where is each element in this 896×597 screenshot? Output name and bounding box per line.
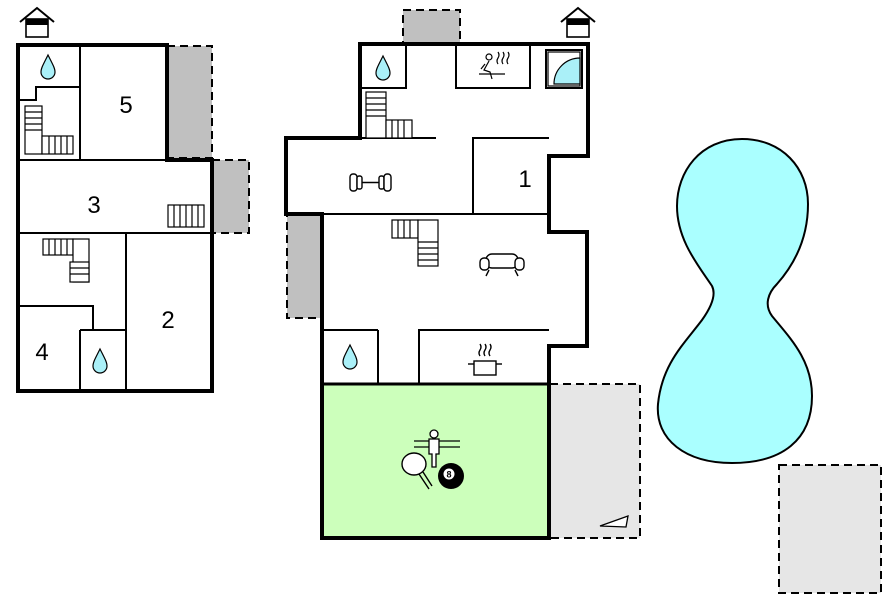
annex-left xyxy=(286,213,322,319)
room-2-label: 2 xyxy=(161,307,174,334)
sun-lounger-icon xyxy=(599,515,629,528)
water-drop-icon xyxy=(342,344,358,370)
cooking-pot-icon xyxy=(468,343,502,376)
table-tennis-icon xyxy=(401,452,433,490)
billiard-ball-icon: 8 xyxy=(438,463,464,489)
left-building: 5 3 2 4 xyxy=(16,7,250,393)
shower-icon xyxy=(547,51,581,87)
dumbbell-icon xyxy=(349,173,392,192)
right-outer-wall xyxy=(284,42,590,540)
sauna-icon xyxy=(479,51,510,80)
staircase-icon xyxy=(167,204,205,228)
left-outer-wall xyxy=(16,43,214,393)
terrace xyxy=(549,383,641,539)
room-4-label: 4 xyxy=(35,339,48,366)
staircase-icon xyxy=(42,238,90,283)
staircase-icon xyxy=(391,219,439,267)
staircase-icon xyxy=(24,105,74,155)
staircase-icon xyxy=(365,91,413,139)
water-drop-icon xyxy=(375,55,391,81)
house-icon xyxy=(560,7,596,38)
room-3-label: 3 xyxy=(87,192,100,219)
annex-mid-left xyxy=(211,159,250,234)
svg-text:8: 8 xyxy=(446,470,451,480)
annex-top-left xyxy=(166,45,213,159)
table-football-icon xyxy=(414,429,460,468)
swimming-pool xyxy=(656,137,814,465)
house-icon xyxy=(19,7,55,38)
room-5-label: 5 xyxy=(119,92,132,119)
outdoor-area xyxy=(778,464,882,594)
room-1-label: 1 xyxy=(518,166,531,193)
right-building: 8 1 xyxy=(284,7,641,540)
sofa-icon xyxy=(479,253,525,277)
annex-top xyxy=(402,9,461,45)
